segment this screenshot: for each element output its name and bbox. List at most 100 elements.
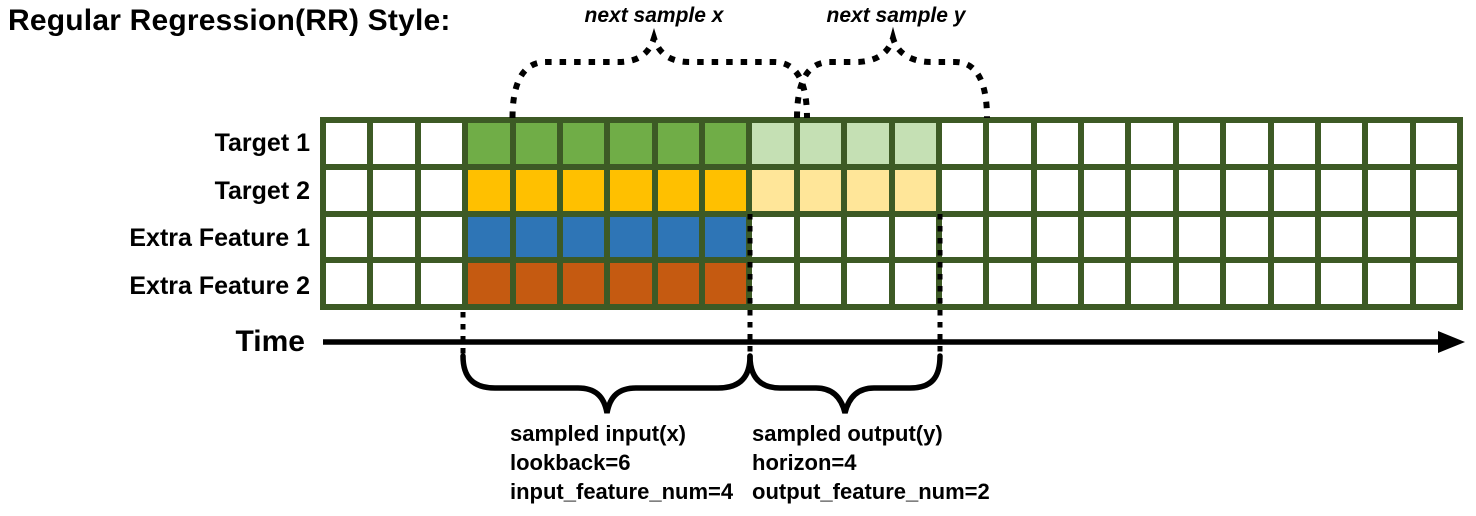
sampled-output-line-3: output_feature_num=2 (752, 479, 990, 504)
grid-cell (610, 263, 652, 304)
grid-cell (799, 169, 842, 211)
grid-cell (1320, 123, 1363, 164)
grid-cell (1320, 216, 1363, 258)
next-sample-x-brace (509, 27, 810, 119)
next-sample-y-label: next sample y (826, 4, 966, 27)
row-label-target-2: Target 2 (214, 177, 310, 205)
grid-cell (468, 263, 510, 304)
grid-cell (894, 216, 936, 258)
grid-cell (1131, 263, 1173, 304)
grid-cell (1226, 123, 1268, 164)
time-axis-label: Time (235, 325, 305, 358)
sampled-output-line-2: horizon=4 (752, 450, 857, 475)
grid-cell (1226, 263, 1268, 304)
grid-cell (1084, 263, 1126, 304)
grid-cell (1226, 216, 1268, 258)
grid-cell (1368, 263, 1410, 304)
grid-cell (752, 169, 794, 211)
sampled-input-line-3: input_feature_num=4 (510, 479, 734, 504)
grid-cell (799, 216, 842, 258)
grid-cell (326, 216, 368, 258)
grid-cell (941, 263, 984, 304)
grid-cell (1036, 263, 1078, 304)
grid-cell (705, 169, 747, 211)
grid-cell (1178, 216, 1221, 258)
grid-cell (326, 169, 368, 211)
grid-cell (941, 123, 984, 164)
grid-cell (515, 216, 557, 258)
grid-cell (562, 263, 605, 304)
grid-cell (1415, 263, 1457, 304)
grid-cell (657, 216, 699, 258)
grid-cell (1178, 123, 1221, 164)
grid-cell (326, 263, 368, 304)
grid-cell (1131, 169, 1173, 211)
grid-cell (847, 123, 889, 164)
grid-cell (1415, 169, 1457, 211)
grid-cell (373, 263, 415, 304)
grid-cell (1273, 263, 1315, 304)
grid-cell (847, 169, 889, 211)
grid-cell (799, 123, 842, 164)
grid-cell (562, 169, 605, 211)
grid-cell (1415, 123, 1457, 164)
grid-cell (515, 263, 557, 304)
next-sample-y-brace (794, 26, 990, 119)
grid-cell (847, 216, 889, 258)
grid-cell (515, 123, 557, 164)
grid-cell (1178, 169, 1221, 211)
grid-cell (1036, 169, 1078, 211)
grid-cell (1368, 169, 1410, 211)
grid-cell (1036, 216, 1078, 258)
grid-cell (468, 216, 510, 258)
grid-cell (989, 216, 1031, 258)
grid-cell (989, 123, 1031, 164)
grid-cell (799, 263, 842, 304)
grid-cell (941, 169, 984, 211)
sampled-input-brace (460, 353, 753, 414)
sampled-input-line-1: sampled input(x) (510, 421, 687, 446)
grid-cell (373, 216, 415, 258)
grid-cell (752, 216, 794, 258)
grid-cell (705, 123, 747, 164)
grid-cell (1320, 169, 1363, 211)
grid-cell (468, 169, 510, 211)
grid-cell (705, 216, 747, 258)
sampled-output-note: sampled output(y) horizon=4 output_featu… (752, 419, 990, 506)
grid-cell (468, 123, 510, 164)
grid-cell (420, 169, 463, 211)
row-label-target-1: Target 1 (214, 129, 310, 157)
grid-cell (420, 216, 463, 258)
grid-cell (989, 169, 1031, 211)
grid-cell (420, 123, 463, 164)
next-sample-x-label: next sample x (584, 4, 724, 27)
grid-cell (752, 263, 794, 304)
grid-cell (373, 123, 415, 164)
sampled-output-brace (747, 353, 943, 414)
grid-cell (989, 263, 1031, 304)
grid-cell (1415, 216, 1457, 258)
grid-cell (515, 169, 557, 211)
grid-cell (1368, 123, 1410, 164)
sampled-output-line-1: sampled output(y) (752, 421, 943, 446)
grid-cell (1131, 123, 1173, 164)
grid-cell (894, 169, 936, 211)
grid-cell (610, 169, 652, 211)
sample-grid (320, 117, 1463, 310)
grid-cell (420, 263, 463, 304)
grid-cell (657, 123, 699, 164)
grid-cell (1036, 123, 1078, 164)
grid-cell (1226, 169, 1268, 211)
grid-cell (1368, 216, 1410, 258)
grid-cell (752, 123, 794, 164)
row-label-extra-feature-2: Extra Feature 2 (129, 272, 310, 300)
grid-cell (1273, 123, 1315, 164)
grid-cell (1084, 123, 1126, 164)
grid-cell (326, 123, 368, 164)
grid-cell (657, 263, 699, 304)
row-label-extra-feature-1: Extra Feature 1 (129, 224, 310, 252)
grid-cell (894, 123, 936, 164)
grid-cell (1084, 169, 1126, 211)
grid-cell (1320, 263, 1363, 304)
